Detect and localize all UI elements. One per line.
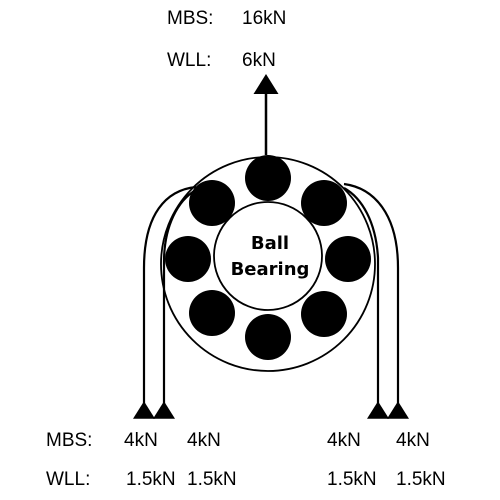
top-mbs-label: MBS:	[167, 8, 213, 29]
ball	[301, 180, 347, 226]
ball	[325, 236, 371, 282]
leg-1-mbs: 4kN	[124, 430, 158, 451]
left-inner-rope-arrow	[153, 189, 197, 419]
leg-2-mbs: 4kN	[187, 430, 221, 451]
ball	[189, 290, 235, 336]
ball	[165, 236, 211, 282]
right-outer-rope-arrow	[343, 182, 409, 419]
leg-4-mbs: 4kN	[396, 430, 430, 451]
leg-1-wll: 1.5kN	[126, 469, 176, 490]
ball	[245, 155, 291, 201]
top-mbs-value: 16kN	[242, 8, 286, 29]
bearing-label-line2: Bearing	[231, 259, 310, 280]
right-inner-rope-arrow	[343, 187, 389, 419]
ball	[189, 180, 235, 226]
bottom-wll-label: WLL:	[46, 469, 90, 490]
bearing-label-line1: Ball	[251, 233, 289, 254]
leg-4-wll: 1.5kN	[396, 469, 446, 490]
top-wll-label: WLL:	[167, 50, 211, 71]
leg-3-mbs: 4kN	[327, 430, 361, 451]
leg-3-wll: 1.5kN	[327, 469, 377, 490]
top-wll-value: 6kN	[242, 50, 276, 71]
bearing-inner-ring	[213, 201, 323, 311]
ball	[245, 314, 291, 360]
left-outer-rope-arrow	[133, 185, 197, 419]
bearing-balls	[165, 155, 371, 360]
bottom-mbs-label: MBS:	[46, 430, 92, 451]
ball	[301, 291, 347, 337]
leg-2-wll: 1.5kN	[187, 469, 237, 490]
